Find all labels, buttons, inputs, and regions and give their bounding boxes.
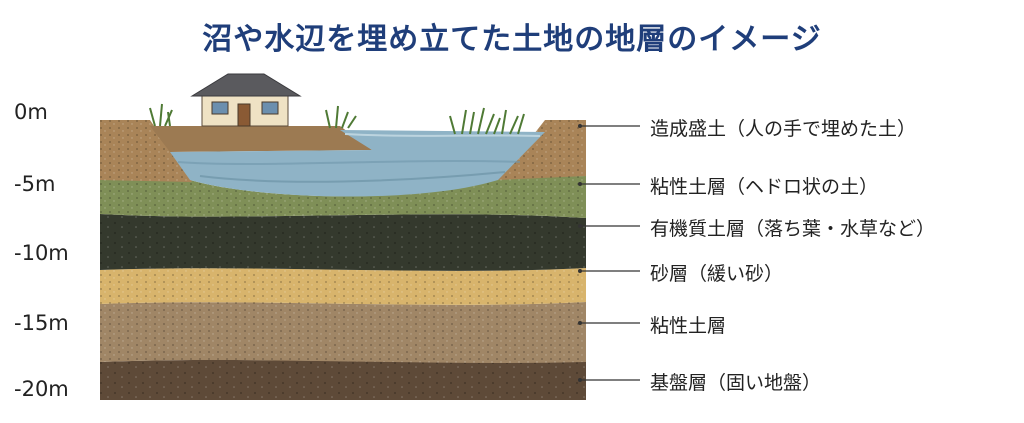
fill-house-platform (150, 126, 372, 152)
leader-lines (580, 125, 640, 381)
label-organic-layer: 有機質土層（落ち葉・水草など） (650, 218, 936, 240)
depth-label-0m: 0m (14, 100, 48, 124)
grass-tuft-left (149, 103, 173, 127)
depth-label-10m: -10m (14, 241, 69, 265)
label-lower-clay-layer: 粘性土層 (650, 315, 727, 337)
depth-label-20m: -20m (14, 377, 69, 401)
label-fill-layer: 造成盛土（人の手で埋めた土） (650, 118, 917, 140)
label-sand-layer: 砂層（緩い砂） (650, 263, 784, 285)
grass-tuft-middle (325, 105, 357, 129)
house-illustration (190, 73, 302, 127)
grass-tuft-right (449, 107, 525, 135)
label-bedrock-layer: 基盤層（固い地盤） (650, 372, 822, 394)
label-soft-clay-layer: 粘性土層（ヘドロ状の土） (650, 176, 879, 198)
leader-dots (578, 124, 582, 382)
diagram-title: 沼や水辺を埋め立てた土地の地層のイメージ (202, 22, 822, 57)
depth-label-5m: -5m (14, 172, 56, 196)
depth-label-15m: -15m (14, 311, 69, 335)
